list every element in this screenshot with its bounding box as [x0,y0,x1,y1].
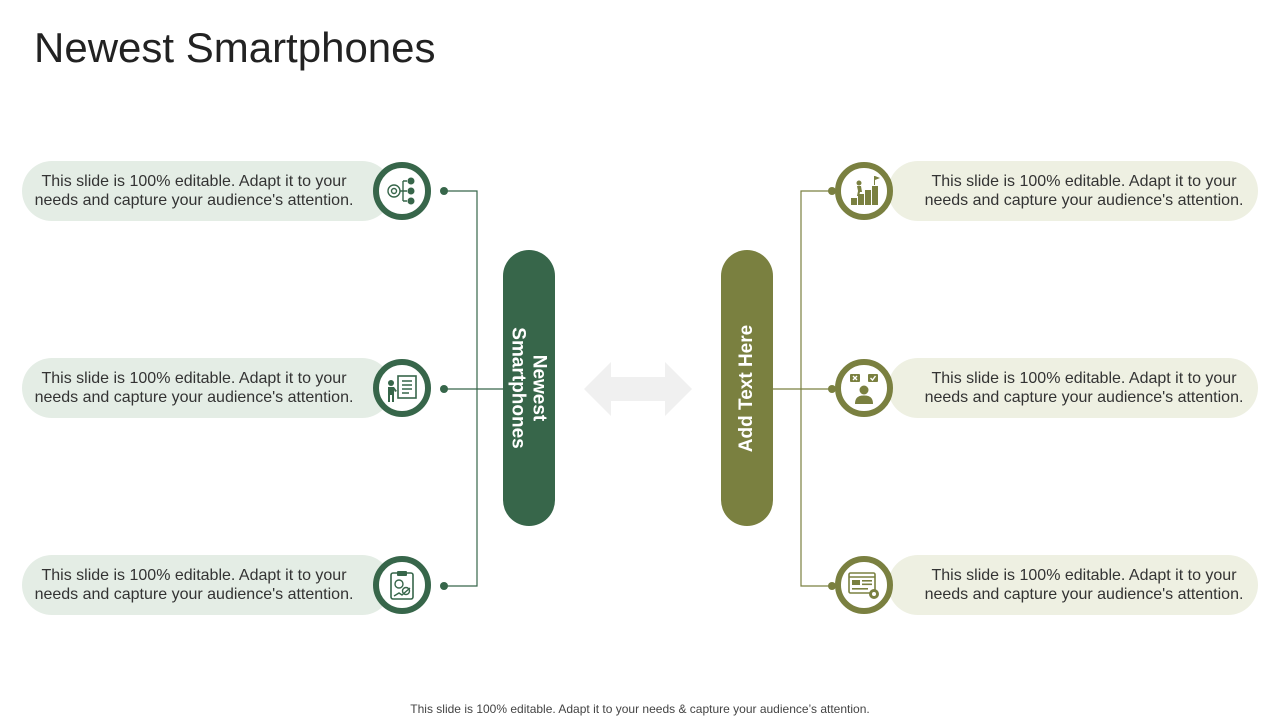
presenter-board-icon [388,375,417,402]
left-text-2: This slide is 100% editable. Adapt it to… [34,370,354,406]
left-center-bar: Newest Smartphones [503,250,555,526]
clipboard-gears-icon [390,571,414,600]
left-icon-ring-2 [373,359,431,417]
browser-settings-icon [848,572,879,599]
left-bar-label: Newest Smartphones [508,327,551,449]
right-text-2: This slide is 100% editable. Adapt it to… [924,370,1244,406]
right-icon-ring-1 [835,162,893,220]
left-text-pill-2: This slide is 100% editable. Adapt it to… [22,358,392,418]
left-text-pill-3: This slide is 100% editable. Adapt it to… [22,555,392,615]
left-text-3: This slide is 100% editable. Adapt it to… [34,567,354,603]
page-title: Newest Smartphones [34,24,436,71]
right-text-pill-3: This slide is 100% editable. Adapt it to… [888,555,1258,615]
right-bar-label: Add Text Here [736,324,758,452]
footer-note: This slide is 100% editable. Adapt it to… [410,702,870,716]
left-text-1: This slide is 100% editable. Adapt it to… [34,173,354,209]
right-center-bar: Add Text Here [721,250,773,526]
double-arrow-icon [584,362,692,416]
right-icon-ring-2 [835,359,893,417]
right-icon-ring-3 [835,556,893,614]
right-text-pill-1: This slide is 100% editable. Adapt it to… [888,161,1258,221]
right-text-pill-2: This slide is 100% editable. Adapt it to… [888,358,1258,418]
person-decision-icon [850,374,878,404]
growth-stairs-flag-icon [851,176,880,205]
left-icon-ring-1 [373,162,431,220]
network-flow-icon [387,177,415,205]
right-text-1: This slide is 100% editable. Adapt it to… [924,173,1244,209]
left-icon-ring-3 [373,556,431,614]
right-text-3: This slide is 100% editable. Adapt it to… [924,567,1244,603]
left-text-pill-1: This slide is 100% editable. Adapt it to… [22,161,392,221]
